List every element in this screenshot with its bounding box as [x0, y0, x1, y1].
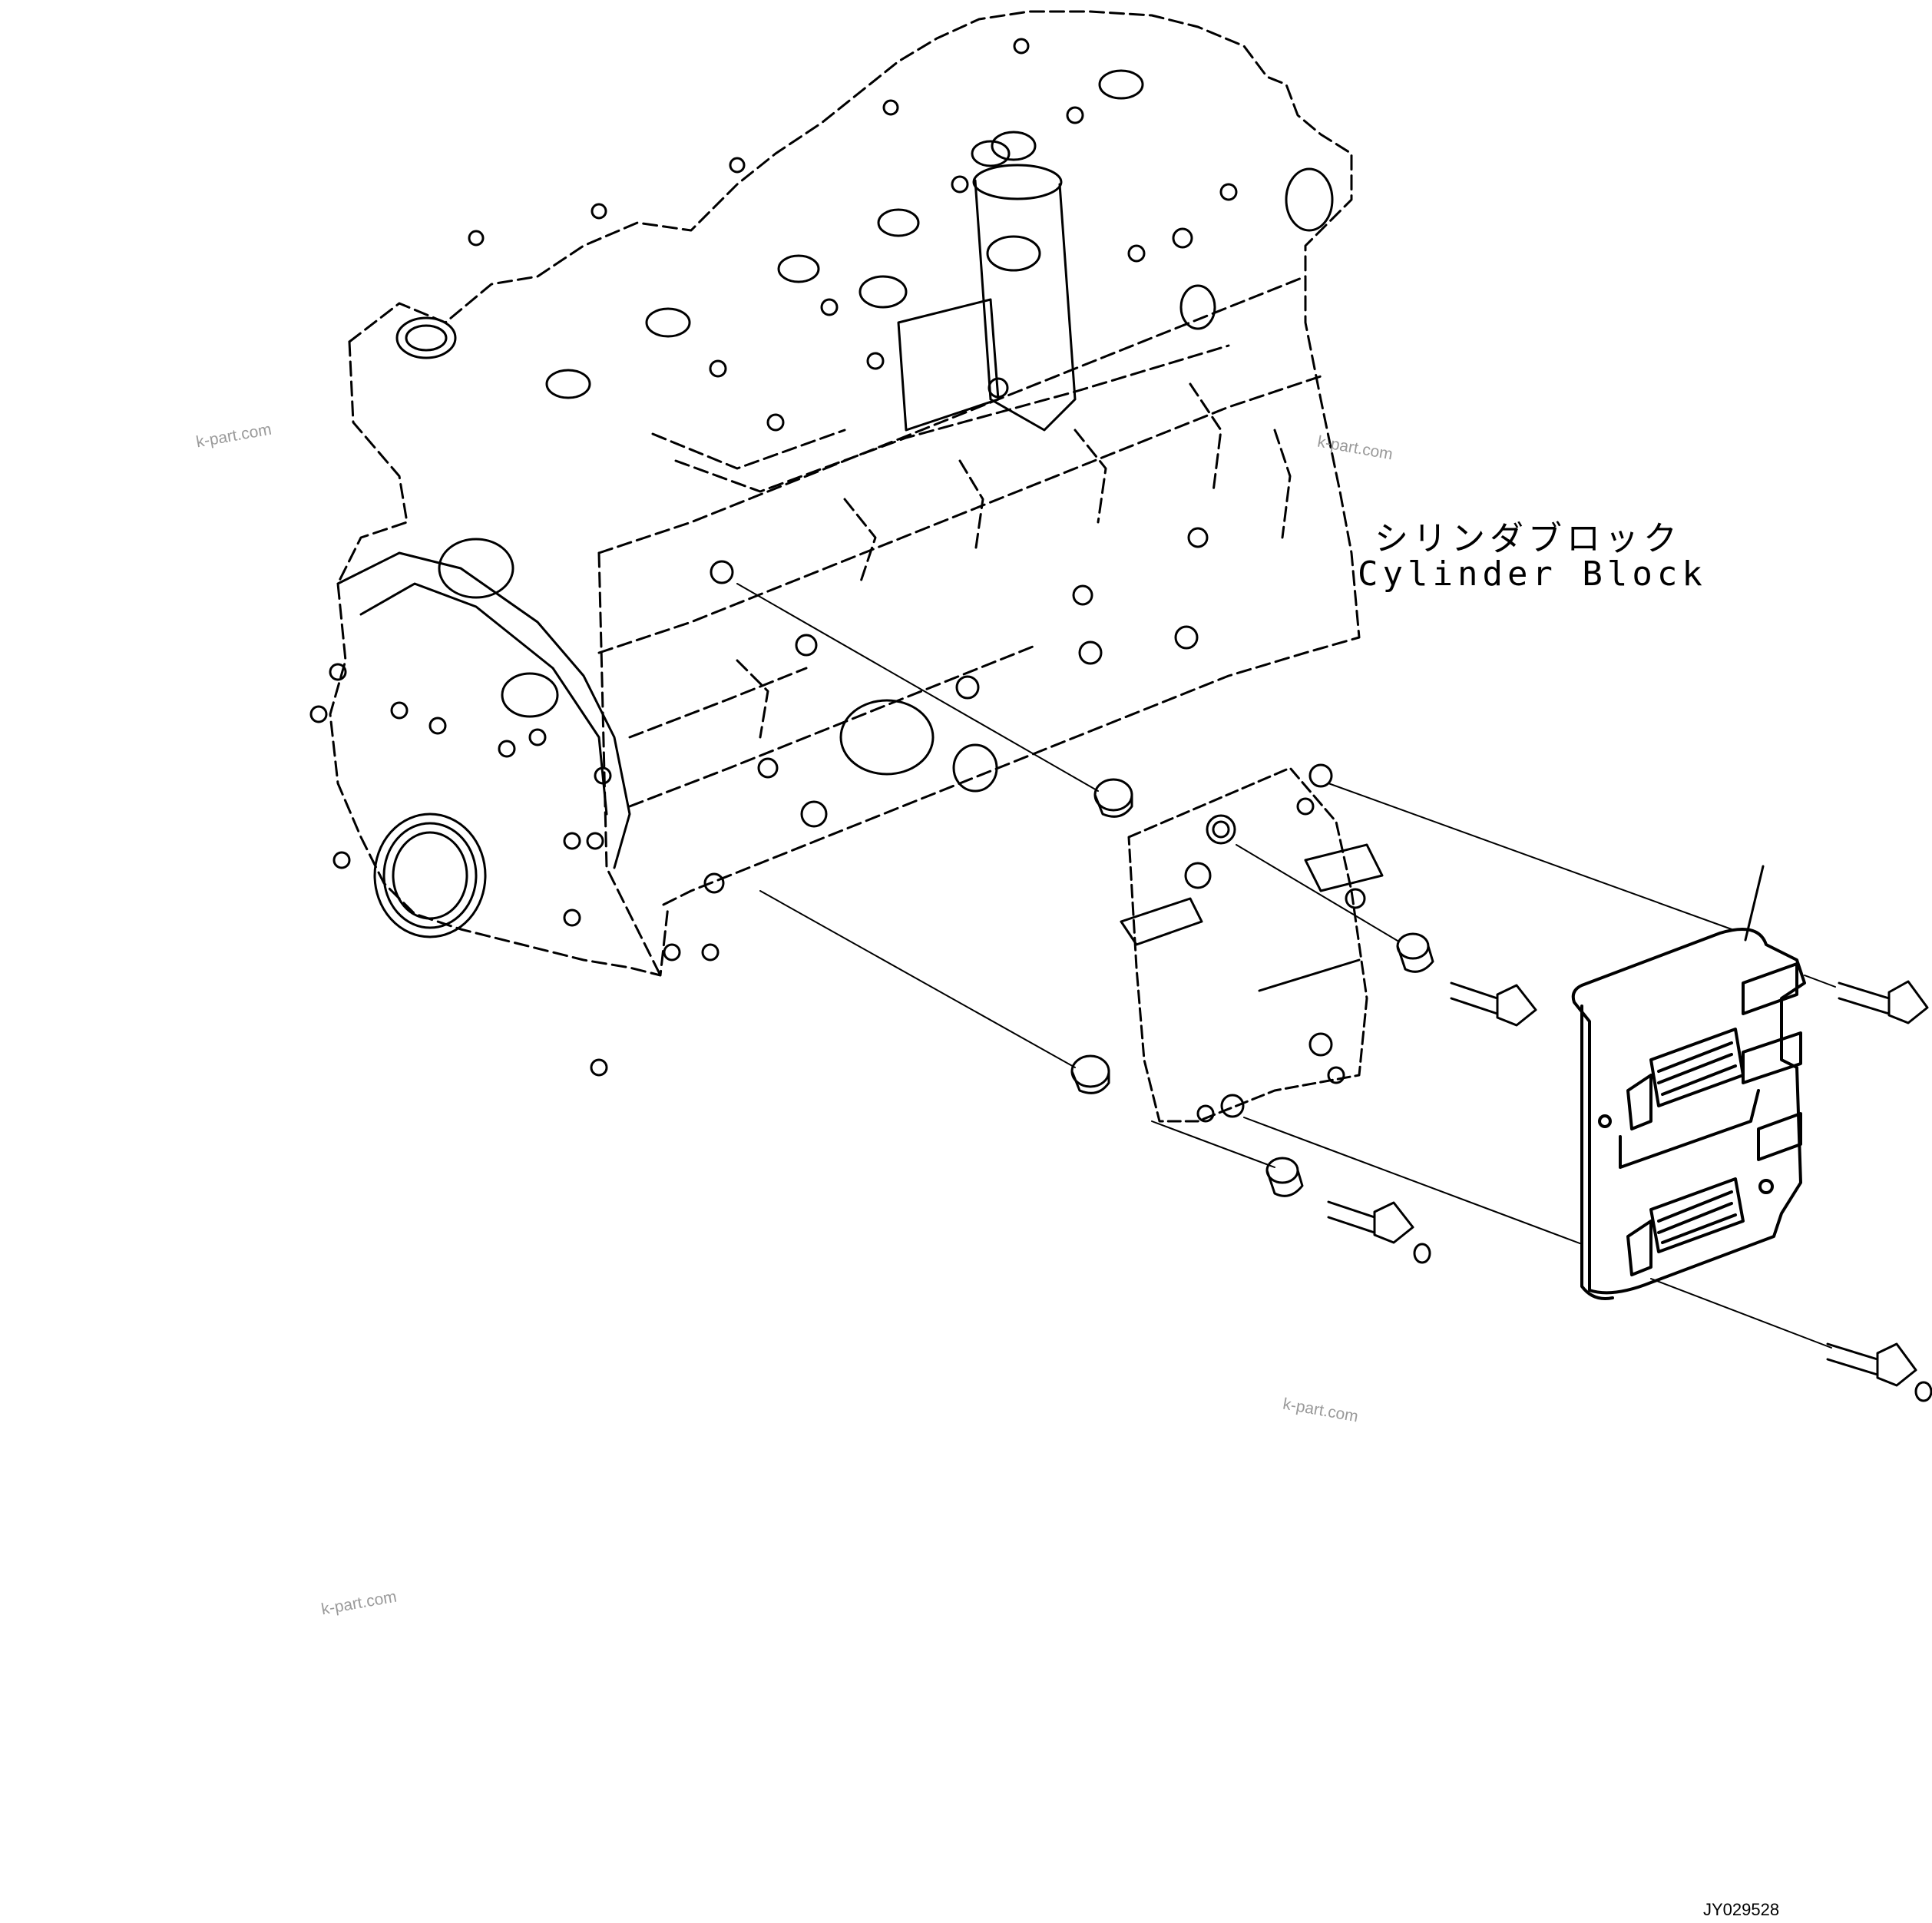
front-gear-cover — [309, 538, 720, 1077]
bolt-1 — [1450, 981, 1537, 1027]
collar-lower — [1265, 1157, 1304, 1197]
bolt-3 — [1838, 980, 1929, 1024]
bolt-4 — [1826, 1342, 1932, 1402]
collar-upper — [1396, 932, 1434, 973]
callout-leader-line — [1744, 865, 1765, 942]
engine-controller-ecm — [1571, 928, 1806, 1300]
drawing-code: JY029528 — [1703, 1900, 1780, 1919]
rubber-mount-upper — [1093, 778, 1133, 818]
cylinder-block-label-jp: シリンダブロック — [1375, 519, 1682, 558]
bolt-2 — [1327, 1200, 1431, 1264]
cylinder-block — [329, 10, 1361, 977]
rubber-mount-lower — [1070, 1054, 1110, 1094]
cylinder-head-ports — [395, 38, 1334, 432]
cylinder-block-label-en: Cylinder Block — [1358, 554, 1707, 594]
assembly-lines — [736, 583, 1836, 1349]
ecm-mounting-bracket — [1120, 763, 1384, 1123]
water-outlet-pipe — [897, 164, 1077, 432]
block-bosses — [703, 527, 1209, 894]
